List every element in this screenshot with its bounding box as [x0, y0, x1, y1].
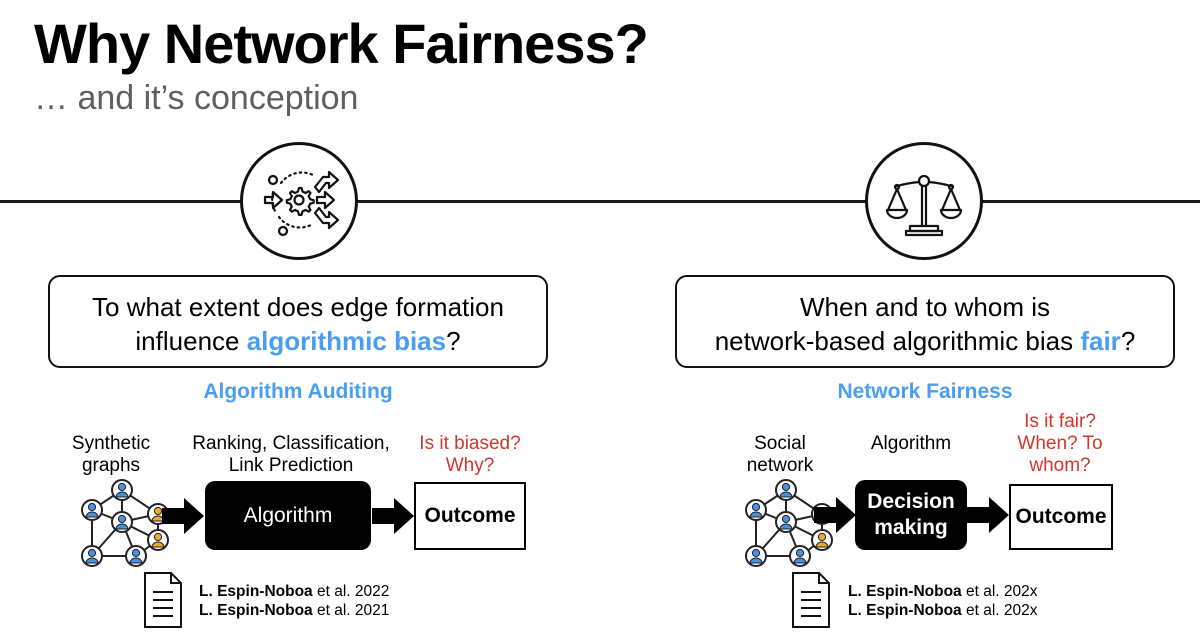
reference-author: L. Espin-Noboa	[848, 602, 962, 619]
input-label: Social network	[735, 433, 825, 477]
reference-item: L. Espin-Noboa et al. 2022	[199, 582, 389, 601]
label-line: network	[746, 455, 814, 476]
person-node-icon	[789, 545, 811, 567]
question-suffix: ?	[446, 326, 461, 356]
label-line: Algorithm	[870, 433, 952, 454]
references-right: L. Espin-Noboa et al. 202x L. Espin-Nobo…	[848, 582, 1038, 620]
synthetic-graph-icon	[81, 479, 169, 567]
box-line: Decision	[867, 490, 955, 513]
question-highlight: algorithmic bias	[246, 326, 447, 356]
section-label-network-fairness: Network Fairness	[837, 380, 1013, 403]
slide-subtitle: … and it’s conception	[34, 79, 359, 117]
process-gear-arrows-icon	[263, 170, 340, 237]
research-question-right: When and to whom is network-based algori…	[675, 275, 1175, 368]
arrow-right-icon	[967, 497, 1009, 533]
label-line: whom?	[1029, 455, 1091, 476]
person-node-icon	[811, 529, 833, 551]
balance-scale-circle	[865, 142, 983, 260]
outcome-question: Is it biased? Why?	[405, 433, 535, 477]
person-node-icon	[775, 511, 797, 533]
algorithm-label: Algorithm	[851, 433, 971, 455]
reference-author: L. Espin-Noboa	[199, 583, 313, 600]
question-line: To what extent does edge formation	[92, 292, 504, 322]
outcome-box: Outcome	[414, 482, 526, 550]
label-line: Is it fair?	[1024, 411, 1096, 432]
person-node-icon	[81, 499, 103, 521]
arrow-right-icon	[162, 498, 204, 534]
person-node-icon	[147, 529, 169, 551]
question-text: network-based algorithmic bias	[714, 326, 1081, 356]
person-node-icon	[775, 479, 797, 501]
outcome-box: Outcome	[1009, 484, 1113, 550]
label-line: Link Prediction	[228, 455, 354, 476]
label-line: Synthetic	[71, 433, 151, 454]
label-line: Is it biased?	[419, 433, 521, 454]
research-question-left: To what extent does edge formation influ…	[48, 275, 548, 368]
balance-scale-icon	[885, 174, 963, 237]
algorithm-label: Ranking, Classification, Link Prediction	[176, 433, 406, 477]
person-node-icon	[111, 511, 133, 533]
question-suffix: ?	[1120, 326, 1136, 356]
outcome-question: Is it fair? When? To whom?	[995, 411, 1125, 477]
person-node-icon	[81, 545, 103, 567]
reference-year: et al. 2021	[312, 602, 390, 619]
question-line: influence algorithmic bias?	[50, 324, 546, 358]
references-left: L. Espin-Noboa et al. 2022 L. Espin-Nobo…	[199, 582, 389, 620]
arrow-right-icon	[372, 498, 414, 534]
slide-title: Why Network Fairness?	[34, 12, 649, 75]
arrow-right-icon	[814, 497, 856, 533]
label-line: graphs	[81, 455, 141, 476]
input-label: Synthetic graphs	[68, 433, 154, 477]
reference-year: et al. 2022	[312, 583, 390, 600]
question-line: network-based algorithmic bias fair?	[677, 324, 1173, 358]
person-node-icon	[745, 545, 767, 567]
document-icon	[792, 572, 830, 628]
reference-year: et al. 202x	[961, 602, 1038, 619]
person-node-icon	[125, 545, 147, 567]
reference-item: L. Espin-Noboa et al. 202x	[848, 601, 1038, 620]
question-line: When and to whom is	[799, 292, 1050, 322]
question-text: influence	[135, 326, 247, 356]
label-line: When? To	[1017, 433, 1103, 454]
decision-making-box: Decision making	[855, 480, 967, 550]
label-line: Ranking, Classification,	[192, 433, 390, 454]
reference-item: L. Espin-Noboa et al. 2021	[199, 601, 389, 620]
person-node-icon	[111, 479, 133, 501]
reference-author: L. Espin-Noboa	[848, 583, 962, 600]
person-node-icon	[745, 499, 767, 521]
label-line: Why?	[445, 455, 495, 476]
timeline-line	[0, 200, 1200, 203]
reference-author: L. Espin-Noboa	[199, 602, 313, 619]
box-line: making	[874, 516, 948, 539]
algorithm-box: Algorithm	[205, 481, 371, 550]
reference-year: et al. 202x	[961, 583, 1038, 600]
document-icon	[144, 572, 182, 628]
algorithm-process-circle	[240, 142, 358, 260]
reference-item: L. Espin-Noboa et al. 202x	[848, 582, 1038, 601]
label-line: Social	[754, 433, 806, 454]
question-highlight: fair	[1080, 326, 1121, 356]
section-label-algorithm-auditing: Algorithm Auditing	[203, 380, 393, 403]
